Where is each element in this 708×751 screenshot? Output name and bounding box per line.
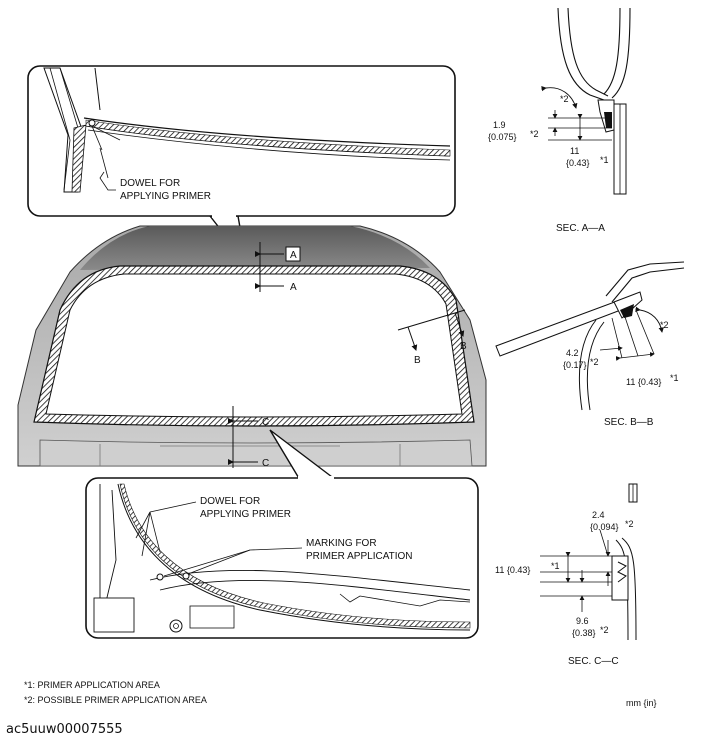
sec-a-dim1-sub: {0.075} bbox=[488, 132, 517, 142]
sec-a-dim2-sub: {0.43} bbox=[566, 158, 590, 168]
bottom-dowel-label-line2: APPLYING PRIMER bbox=[200, 509, 291, 520]
sec-a-dim1-value: 1.9 bbox=[493, 120, 506, 130]
section-a-label-boxed: A bbox=[290, 250, 297, 261]
sec-c-dim1-sub: {0.094} bbox=[590, 522, 619, 532]
section-a-a-detail: *2 1.9 {0.075} *2 11 {0.43} *1 SEC. A—A bbox=[488, 7, 631, 234]
sec-b-dim1-value: 4.2 bbox=[566, 348, 579, 358]
sec-c-dim3-value: 9.6 bbox=[576, 616, 589, 626]
top-detail-callout: DOWEL FOR APPLYING PRIMER bbox=[27, 65, 456, 263]
section-b-b-detail: *2 4.2 {0.17} *2 11 {0.43} *1 SEC. B—B bbox=[495, 261, 685, 428]
legend-note-1: *1: PRIMER APPLICATION AREA bbox=[24, 680, 160, 690]
units-label: mm {in} bbox=[626, 698, 657, 708]
sec-a-angle-label: *2 bbox=[560, 94, 569, 104]
sec-b-angle-label: *2 bbox=[660, 320, 669, 330]
sec-c-dim1-value: 2.4 bbox=[592, 510, 605, 520]
sec-c-dim2-note: *1 bbox=[551, 561, 560, 571]
top-dowel-label-line2: APPLYING PRIMER bbox=[120, 191, 211, 202]
sec-b-dim1-sub: {0.17} bbox=[563, 360, 587, 370]
section-a-marker: A A bbox=[255, 242, 301, 293]
section-c-label-bottom: C bbox=[262, 458, 269, 469]
top-dowel-label-line1: DOWEL FOR bbox=[120, 178, 180, 189]
sec-a-dim1-note: *2 bbox=[530, 129, 539, 139]
sec-c-dim1-note: *2 bbox=[625, 519, 634, 529]
sec-c-dim3-note: *2 bbox=[600, 625, 609, 635]
sec-b-dim2-note: *1 bbox=[670, 373, 679, 383]
section-b-marker: B B bbox=[397, 309, 467, 366]
section-b-label-right: B bbox=[460, 341, 467, 352]
legend: *1: PRIMER APPLICATION AREA *2: POSSIBLE… bbox=[24, 680, 657, 708]
windshield-primer-diagram: DOWEL FOR APPLYING PRIMER A A B B C C bbox=[17, 7, 685, 708]
sec-c-title: SEC. C—C bbox=[568, 656, 619, 667]
section-c-marker: C C bbox=[228, 406, 269, 469]
section-a-label: A bbox=[290, 282, 297, 293]
sec-b-dim1-note: *2 bbox=[590, 357, 599, 367]
marking-label-line1: MARKING FOR bbox=[306, 538, 377, 549]
sec-a-dim2-note: *1 bbox=[600, 155, 609, 165]
sec-b-dim2-value: 11 {0.43} bbox=[626, 377, 661, 387]
sec-a-title: SEC. A—A bbox=[556, 223, 605, 234]
legend-note-2: *2: POSSIBLE PRIMER APPLICATION AREA bbox=[24, 695, 207, 705]
sec-b-title: SEC. B—B bbox=[604, 417, 654, 428]
marking-label-line2: PRIMER APPLICATION bbox=[306, 551, 413, 562]
bottom-dowel-label-line1: DOWEL FOR bbox=[200, 496, 260, 507]
windshield-view bbox=[17, 225, 487, 467]
sec-c-dim2-value: 11 {0.43} bbox=[495, 565, 530, 575]
sec-a-dim2-value: 11 bbox=[570, 146, 579, 156]
section-b-label-left: B bbox=[414, 355, 421, 366]
section-c-c-detail: 2.4 {0.094} *2 11 {0.43} *1 9.6 {0.38} *… bbox=[495, 483, 638, 667]
bottom-detail-callout: DOWEL FOR APPLYING PRIMER MARKING FOR PR… bbox=[85, 429, 479, 639]
image-caption: ac5uuw00007555 bbox=[6, 722, 123, 737]
section-c-label-top: C bbox=[262, 417, 269, 428]
sec-c-dim3-sub: {0.38} bbox=[572, 628, 596, 638]
